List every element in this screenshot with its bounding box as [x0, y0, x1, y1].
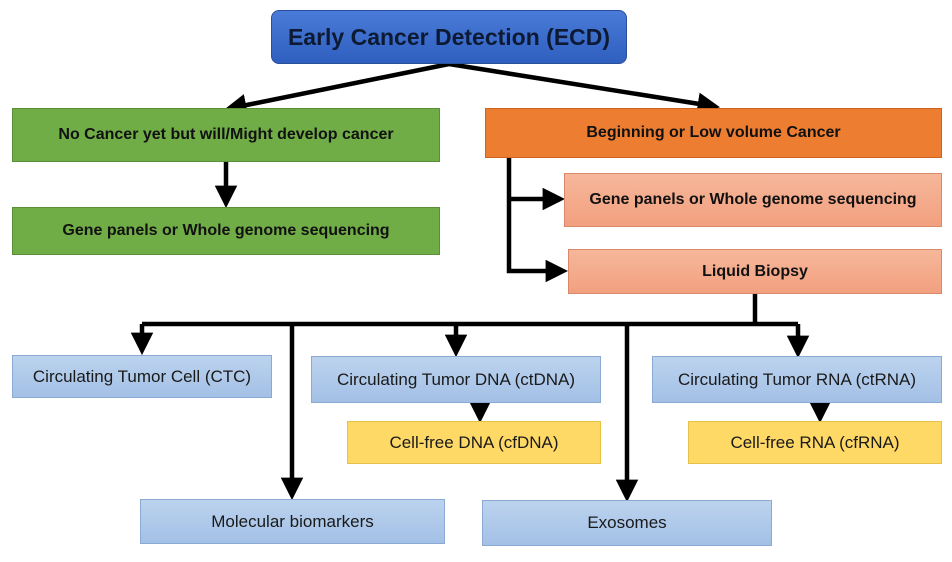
- arrow-root-to-left: [224, 61, 450, 117]
- node-ctrna: Circulating Tumor RNA (ctRNA): [652, 356, 942, 403]
- arrow-root-to-right: [448, 61, 720, 115]
- root-node-ecd: Early Cancer Detection (ECD): [271, 10, 627, 64]
- node-left-gene-panels: Gene panels or Whole genome sequencing: [12, 207, 440, 255]
- node-right-gene-panels: Gene panels or Whole genome sequencing: [564, 173, 942, 227]
- connector-right-bracket: [506, 158, 569, 283]
- node-no-cancer-yet: No Cancer yet but will/Might develop can…: [12, 108, 440, 162]
- node-cfrna: Cell-free RNA (cfRNA): [688, 421, 942, 464]
- node-exosomes: Exosomes: [482, 500, 772, 546]
- node-cfdna: Cell-free DNA (cfDNA): [347, 421, 601, 464]
- node-ctc: Circulating Tumor Cell (CTC): [12, 355, 272, 398]
- node-beginning-low-volume-cancer: Beginning or Low volume Cancer: [485, 108, 942, 158]
- node-liquid-biopsy: Liquid Biopsy: [568, 249, 942, 294]
- node-ctdna: Circulating Tumor DNA (ctDNA): [311, 356, 601, 403]
- node-molecular-biomarkers: Molecular biomarkers: [140, 499, 445, 544]
